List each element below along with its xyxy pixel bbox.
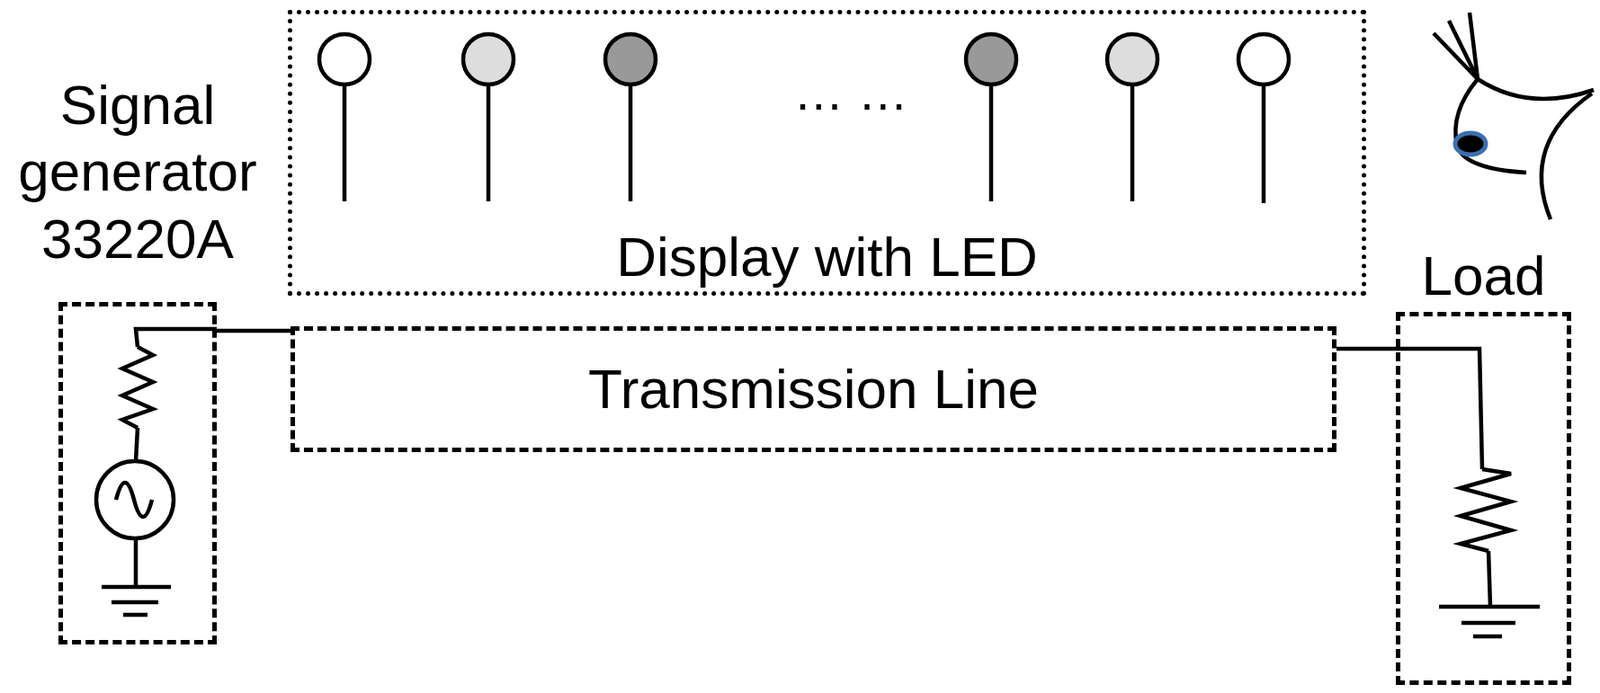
box-heading: Signal generator 33220A <box>2 71 273 273</box>
box-heading: Load <box>1394 242 1574 310</box>
box-label: Transmission Line <box>588 356 1039 423</box>
transmission-line-box: Transmission Line <box>290 326 1337 453</box>
resistor-symbol <box>122 347 153 429</box>
sine-symbol <box>116 482 152 518</box>
wire <box>1488 551 1491 608</box>
load-box: Load <box>1395 312 1572 686</box>
eye-drawing <box>1433 12 1594 220</box>
ellipsis-label: … … <box>793 67 909 118</box>
wire <box>134 538 139 588</box>
wire-connector <box>1336 347 1396 352</box>
wire <box>135 329 217 348</box>
box-label: Display with LED <box>292 226 1362 288</box>
signal-generator-box: Signal generator 33220A <box>58 302 217 645</box>
ac-source-symbol <box>96 461 174 539</box>
wire-connector <box>216 329 291 334</box>
ground-symbol <box>1439 607 1540 637</box>
wire <box>1395 348 1483 470</box>
resistor-symbol <box>1460 469 1511 552</box>
led-row <box>319 34 1289 204</box>
ground-symbol <box>101 587 171 616</box>
wire <box>135 428 138 462</box>
led-display-box: Display with LED <box>287 9 1367 296</box>
